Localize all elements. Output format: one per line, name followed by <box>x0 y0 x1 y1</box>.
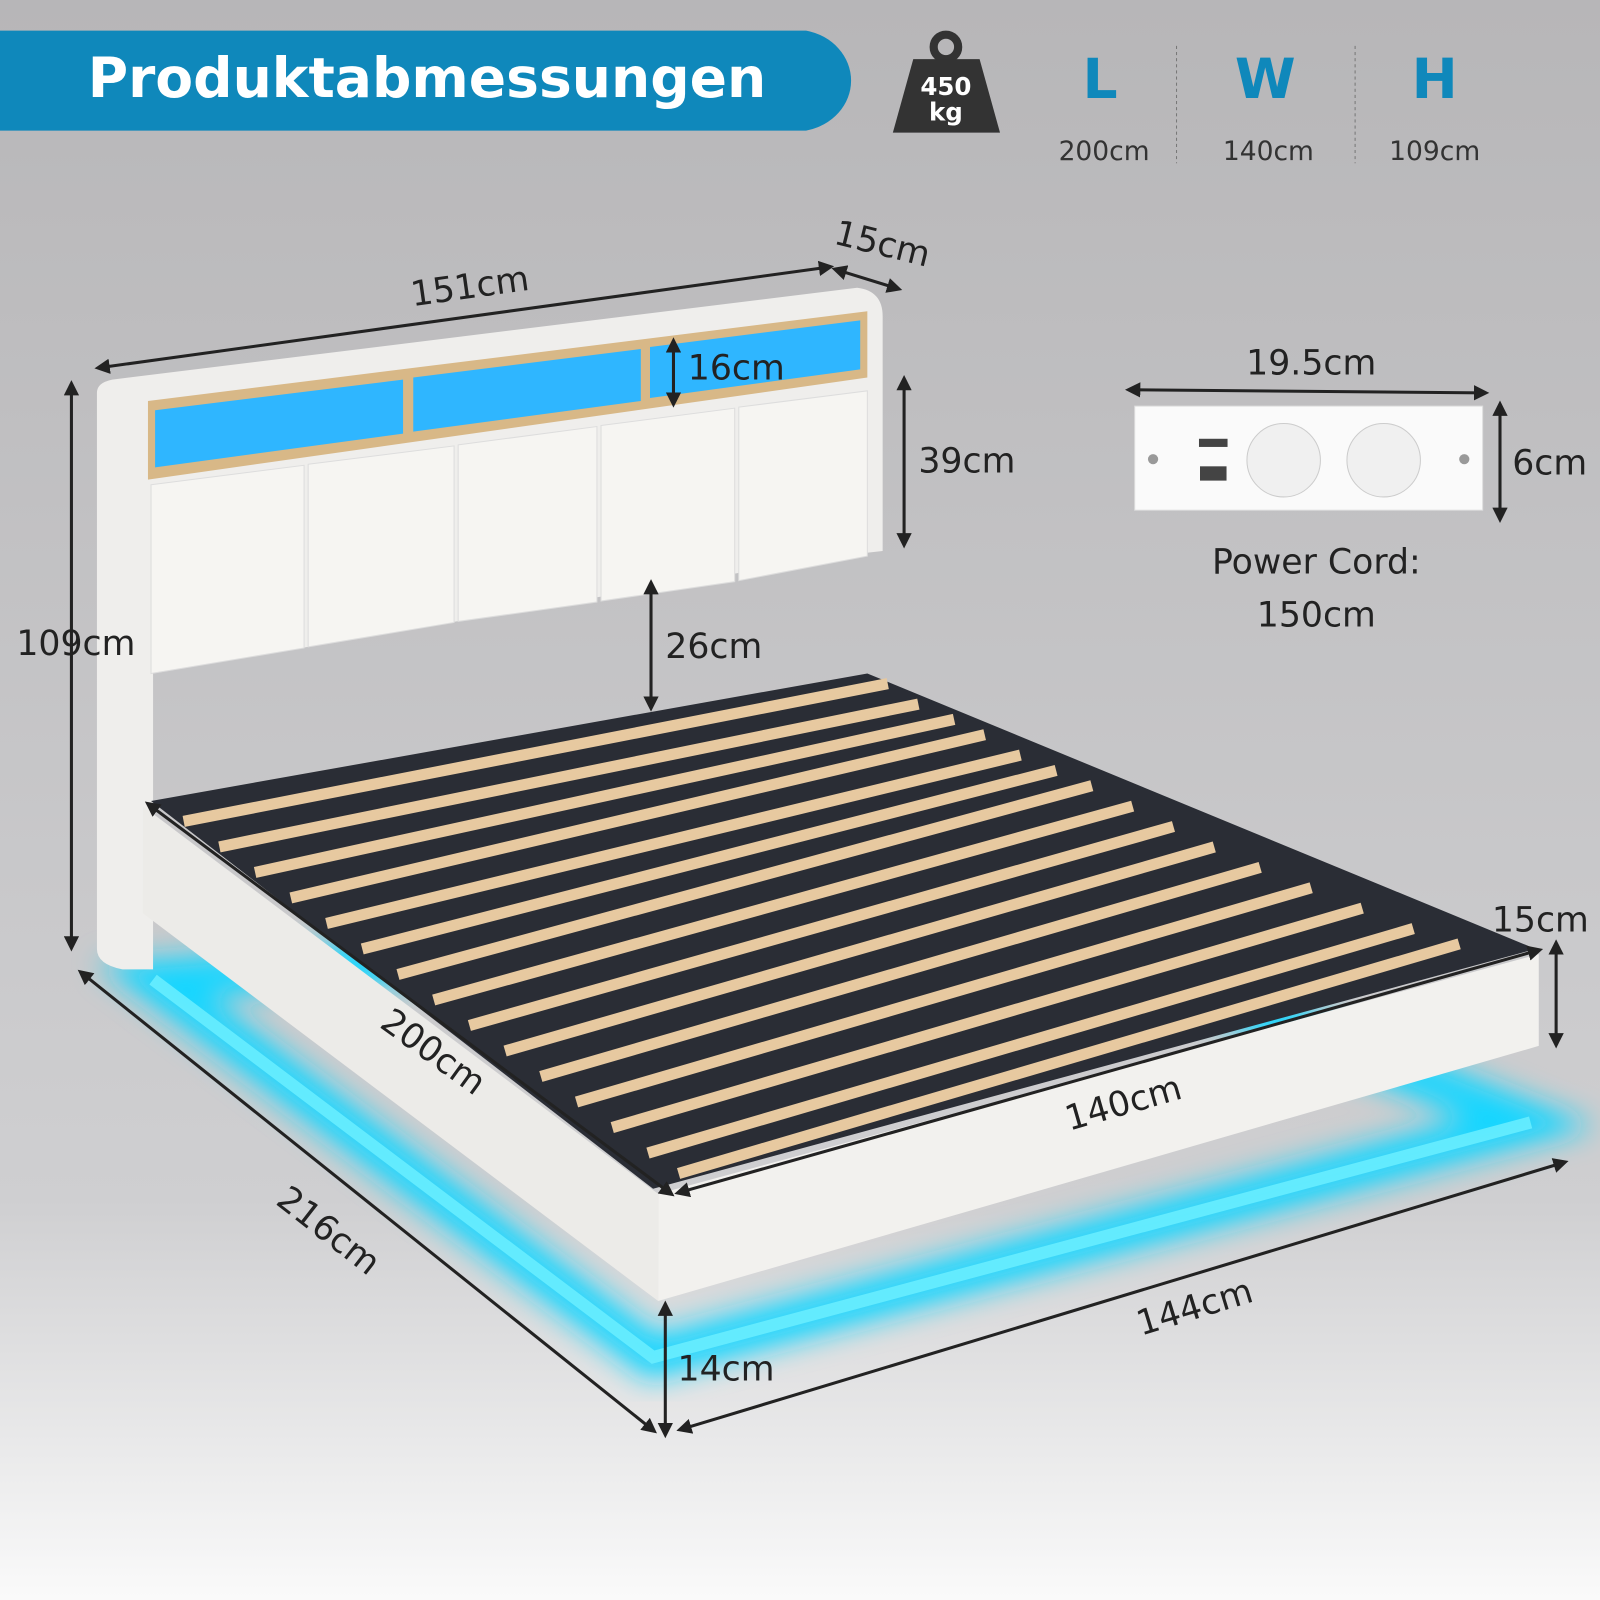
power-outlet-panel <box>1134 405 1484 511</box>
socket <box>1246 422 1321 498</box>
power-cord-label: Power Cord: <box>1212 542 1421 582</box>
frame-height-label: 15cm <box>1492 901 1589 941</box>
dim-line <box>1125 382 1490 401</box>
shelf-height-label: 16cm <box>688 349 785 389</box>
page-title: Produktabmessungen <box>88 46 766 110</box>
weight-icon: 450 kg <box>892 30 1000 133</box>
dim-line <box>94 260 835 374</box>
gap-height-label: 26cm <box>665 627 762 667</box>
power-cord-length: 150cm <box>1257 596 1376 636</box>
spec-value: 140cm <box>1223 136 1314 167</box>
spec-letter: H <box>1412 47 1458 111</box>
total-height-label: 109cm <box>16 624 135 664</box>
header-banner: Produktabmessungen <box>0 30 852 131</box>
outlet-height-label: 6cm <box>1512 443 1587 483</box>
dim-line <box>77 969 657 1434</box>
dim-line <box>831 265 903 293</box>
spec-h: H 109cm <box>1389 47 1480 167</box>
spec-l: L 200cm <box>1059 47 1150 167</box>
usb-a-port <box>1200 466 1227 481</box>
weight-value: 450 <box>920 72 971 101</box>
spec-value: 109cm <box>1389 136 1480 167</box>
dim-line <box>674 945 1544 1198</box>
usb-c-port <box>1198 438 1228 447</box>
outlet-width-label: 19.5cm <box>1246 343 1376 383</box>
cushion-height-label: 39cm <box>918 441 1015 481</box>
spec-w: W 140cm <box>1223 47 1314 167</box>
spec-value: 200cm <box>1059 136 1150 167</box>
dim-line <box>676 1158 1569 1434</box>
spec-letter: L <box>1082 47 1117 111</box>
weight-unit: kg <box>929 97 963 126</box>
socket <box>1346 422 1421 498</box>
spec-letter: W <box>1235 47 1296 111</box>
ground-clearance-label: 14cm <box>678 1350 775 1390</box>
